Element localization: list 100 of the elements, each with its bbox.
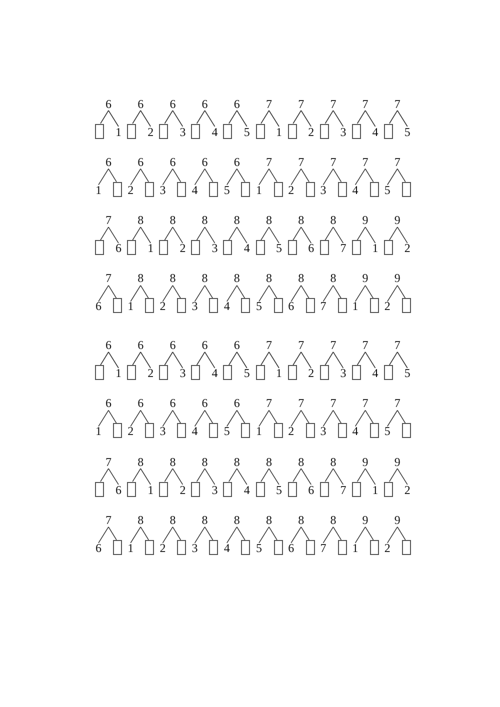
answer-box — [209, 423, 218, 438]
number: 8 — [168, 514, 178, 527]
branch-line — [236, 410, 246, 424]
branch-line — [130, 285, 141, 302]
branch-line — [300, 168, 310, 182]
number: 3 — [338, 367, 348, 380]
branch-line — [204, 110, 216, 127]
number: 2 — [382, 300, 392, 314]
answer-box — [338, 182, 347, 197]
number: 8 — [264, 514, 274, 527]
branch-line — [364, 168, 374, 182]
number: 2 — [126, 425, 136, 438]
number: 7 — [328, 339, 338, 352]
branch-line — [290, 168, 302, 186]
number: 6 — [168, 397, 178, 410]
number: 6 — [232, 156, 242, 169]
number: 1 — [370, 242, 380, 256]
answer-box — [384, 365, 393, 380]
answer-box — [209, 540, 218, 555]
branch-line — [108, 352, 119, 368]
answer-box — [113, 298, 122, 314]
number: 1 — [370, 484, 380, 497]
branch-line — [258, 410, 270, 427]
branch-line — [164, 226, 174, 240]
branch-line — [324, 110, 334, 124]
branch-line — [164, 468, 174, 482]
branch-line — [164, 352, 174, 366]
number: 4 — [190, 184, 200, 197]
branch-line — [132, 352, 141, 366]
answer-box — [159, 365, 168, 380]
branch-line — [389, 352, 398, 366]
answer-box — [95, 365, 104, 380]
answer-box — [384, 240, 393, 256]
answer-box — [95, 482, 104, 497]
number: 7 — [104, 272, 114, 286]
answer-box — [113, 540, 122, 555]
number: 2 — [286, 184, 296, 197]
answer-box — [338, 423, 347, 438]
number: 6 — [232, 339, 242, 352]
branch-line — [132, 468, 141, 482]
branch-line — [292, 110, 302, 124]
branch-line — [332, 168, 342, 182]
answer-box — [145, 298, 154, 314]
branch-line — [322, 168, 334, 186]
number: 5 — [222, 184, 232, 197]
branch-line — [226, 410, 238, 427]
answer-box — [370, 298, 379, 314]
branch-line — [132, 226, 141, 240]
branch-line — [98, 168, 109, 186]
branch-line — [397, 168, 406, 182]
answer-box — [145, 540, 154, 555]
answer-box — [256, 240, 264, 256]
number: 8 — [296, 214, 306, 228]
number: 4 — [350, 184, 360, 197]
branch-line — [387, 285, 398, 302]
branch-line — [354, 526, 366, 544]
branch-line — [389, 468, 398, 482]
branch-line — [364, 226, 376, 244]
number: 8 — [232, 214, 242, 228]
number: 2 — [178, 242, 188, 256]
number: 8 — [168, 272, 178, 286]
number: 4 — [370, 367, 380, 380]
branch-line — [322, 285, 334, 302]
number: 2 — [382, 542, 392, 555]
number: 7 — [360, 339, 370, 352]
number: 6 — [168, 339, 178, 352]
branch-line — [354, 285, 366, 302]
answer-box — [191, 482, 200, 497]
number: 6 — [232, 98, 242, 110]
branch-line — [397, 226, 408, 244]
number: 1 — [274, 367, 284, 380]
branch-line — [292, 468, 302, 482]
branch-line — [140, 352, 151, 368]
answer-box — [320, 240, 329, 256]
number: 8 — [264, 272, 274, 286]
branch-line — [172, 285, 182, 299]
answer-box — [352, 365, 361, 380]
number: 8 — [136, 214, 146, 228]
number: 1 — [254, 184, 264, 197]
branch-line — [172, 168, 182, 182]
branch-line — [387, 410, 398, 427]
branch-line — [172, 110, 184, 127]
answer-box — [402, 423, 411, 438]
branch-line — [204, 526, 214, 540]
branch-line — [356, 352, 366, 366]
number: 7 — [328, 98, 338, 110]
answer-box — [370, 540, 379, 555]
branch-line — [397, 468, 408, 485]
branch-line — [130, 410, 141, 427]
number: 1 — [146, 242, 156, 256]
branch-line — [397, 410, 406, 424]
number: 7 — [296, 156, 306, 169]
answer-box — [288, 124, 297, 138]
number: 7 — [360, 98, 370, 110]
number: 6 — [136, 98, 146, 110]
answer-box — [159, 240, 168, 256]
branch-line — [236, 468, 248, 485]
number: 5 — [402, 126, 412, 138]
number: 7 — [328, 156, 338, 169]
branch-line — [98, 526, 109, 544]
